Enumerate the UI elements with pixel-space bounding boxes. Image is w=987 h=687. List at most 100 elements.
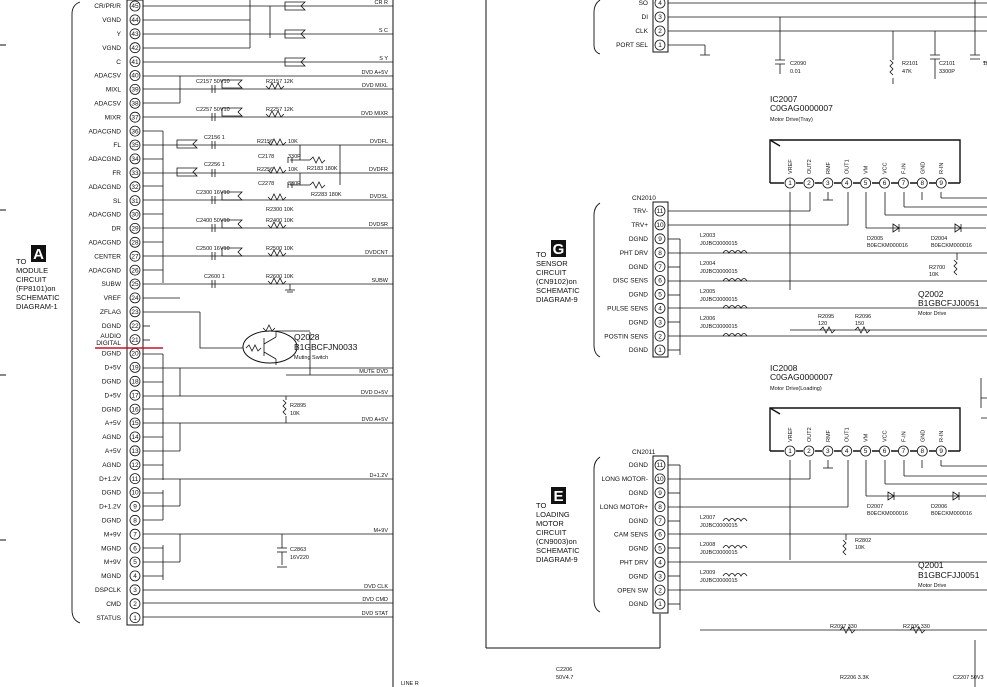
- ic2007-pins-pin-label: VREF: [788, 159, 794, 174]
- left-pin-number: 24: [131, 295, 139, 302]
- c2157-label: C2157 50V10: [196, 79, 230, 85]
- block-e-line-0: TO: [536, 501, 546, 510]
- ic2008-pins-pin-circle: [803, 445, 815, 457]
- left-pin-circle: [129, 361, 141, 373]
- cn2010-pins-pin-number: 6: [658, 278, 662, 285]
- cn2011-pins-pin-label: CAM SENS: [614, 532, 649, 539]
- ic2007-pins-pin-circle: [898, 177, 909, 189]
- net-dvd-a5v-2: DVD A+5V: [362, 417, 389, 423]
- ic2008-pins-pin-circle: [879, 445, 890, 457]
- tr-pins-pin-circle: [654, 25, 666, 37]
- block-g-line-3: (CN9102)on: [536, 277, 577, 286]
- left-pin-number: 19: [131, 365, 139, 372]
- sensor-circuit-reference: G TO SENSOR CIRCUIT (CN9102)on SCHEMATIC…: [536, 240, 580, 304]
- ic2007-pins-pin-number: 4: [845, 180, 849, 187]
- left-pin-number: 2: [133, 601, 137, 608]
- left-pin-label: Y: [117, 31, 122, 38]
- c2090-label: C2090: [790, 61, 806, 67]
- left-pin-label: MIXL: [106, 87, 122, 94]
- tr-pins-pin-circle: [654, 11, 666, 23]
- r2802-label: R2802: [855, 538, 871, 544]
- cn2011-pins-pin-label: LONG MOTOR-: [602, 476, 648, 483]
- c2400-label: C2400 50V10: [196, 218, 230, 224]
- r2156-value: 10K: [288, 139, 298, 145]
- left-wiring: [143, 0, 393, 618]
- r2600-label: R2600 10K: [266, 274, 294, 280]
- c2206-value: 50V4.7: [556, 675, 573, 681]
- left-pin-label: ADACGND: [88, 156, 121, 163]
- left-pin-number: 40: [131, 73, 139, 80]
- l2007-value: J0JBC0000015: [700, 523, 738, 529]
- left-pin-number: 15: [131, 420, 139, 427]
- ic2007-pins-pin-number: 3: [826, 180, 830, 187]
- cn2011-pins-pin-number: 1: [658, 601, 662, 608]
- left-pin-number: 4: [133, 573, 137, 580]
- net-s-c: S C: [379, 28, 388, 34]
- c2300-label: C2300 16V10: [196, 190, 230, 196]
- left-pin-circle: [129, 167, 141, 179]
- left-pin-label: AGND: [102, 434, 121, 441]
- q2002-desc: Motor Drive: [918, 311, 946, 317]
- left-pin-number: 41: [131, 59, 139, 66]
- ic2008-pins-pin-label: F-IN: [901, 431, 907, 442]
- left-pin-label: ZFLAG: [100, 309, 121, 316]
- left-pin-number: 42: [131, 45, 139, 52]
- cn2010-pins-pin-label: POSTIN SENS: [604, 333, 648, 340]
- ic2008-ref: IC2008: [770, 363, 798, 373]
- right-component-labels: L2003 J0JBC0000015 L2004 J0JBC0000015 L2…: [556, 233, 984, 681]
- block-letter-a: A: [33, 246, 44, 263]
- left-pin-number: 14: [131, 434, 139, 441]
- c2178-value: 330P: [288, 154, 301, 160]
- cn2010-pins-pin-number: 5: [658, 292, 662, 299]
- r2706-label: R2706 330: [903, 624, 930, 630]
- cn2011-pins-pin-circle: [654, 543, 666, 554]
- d2004-label: D2004: [931, 236, 947, 242]
- net-dvdcnt: DVDCNT: [365, 250, 389, 256]
- left-pin-circle: [129, 222, 141, 234]
- ic2007-part: C0GAG0000007: [770, 103, 833, 113]
- left-pin-label: ADACGND: [88, 128, 121, 135]
- left-pin-circle: [129, 292, 141, 304]
- block-a-line-0: TO: [16, 257, 26, 266]
- l2008-label: L2008: [700, 542, 715, 548]
- right-wiring: [668, 192, 987, 687]
- r2802-value: 10K: [855, 545, 865, 551]
- l2004-value: J0JBC0000015: [700, 269, 738, 275]
- r2700-label: R2700: [929, 265, 945, 271]
- ic2007-pins-pin-label: RMF: [826, 161, 832, 174]
- ic2008-pins-pin-number: 2: [807, 448, 811, 455]
- cn2011-pins-pin-circle: [654, 515, 666, 526]
- l2003-label: L2003: [700, 233, 715, 239]
- q2028-ref: Q2028: [294, 332, 320, 342]
- net-d12v: D+1.2V: [370, 473, 389, 479]
- left-pin-number: 21: [131, 337, 139, 344]
- d2005-label: D2005: [867, 236, 883, 242]
- left-pin-number: 22: [131, 323, 139, 330]
- cn2010-pins-pin-circle: [654, 330, 666, 342]
- left-pin-circle: [129, 334, 141, 346]
- net-dvdsr: DVDSR: [369, 222, 388, 228]
- ic2007-pins-pin-label: F-IN: [901, 163, 907, 174]
- left-pin-label: ADACGND: [88, 240, 121, 247]
- c2206-label: C2206: [556, 667, 572, 673]
- left-component-labels: C2157 50V10 R2157 12K C2257 50V10 R2257 …: [196, 79, 342, 561]
- left-pin-number: 33: [131, 170, 139, 177]
- tr-pins-pin-circle: [654, 0, 666, 9]
- tr-pins-pin-number: 1: [658, 42, 662, 49]
- cn2010-pins-pin-circle: [654, 288, 666, 300]
- net-dvd-cmd: DVD CMD: [362, 597, 388, 603]
- ic2007-pins-pin-circle: [935, 177, 947, 189]
- ic2008-pins-pin-number: 1: [788, 448, 792, 455]
- left-pin-circle: [129, 431, 141, 443]
- c2256-label: C2256 1: [204, 162, 225, 168]
- c2600-label: C2600 1: [204, 274, 225, 280]
- ic2008-pins-pin-label: R-IN: [939, 431, 945, 442]
- left-pin-number: 20: [131, 351, 139, 358]
- c2278-value: 330P: [288, 181, 301, 187]
- cn2010-pins-pin-label: DGND: [629, 347, 648, 354]
- left-pin-label: MIXR: [105, 114, 122, 121]
- block-a-line-1: MODULE: [16, 266, 48, 275]
- ic2008-pins-pin-number: 5: [864, 448, 868, 455]
- left-pin-label: DSPCLK: [95, 587, 122, 594]
